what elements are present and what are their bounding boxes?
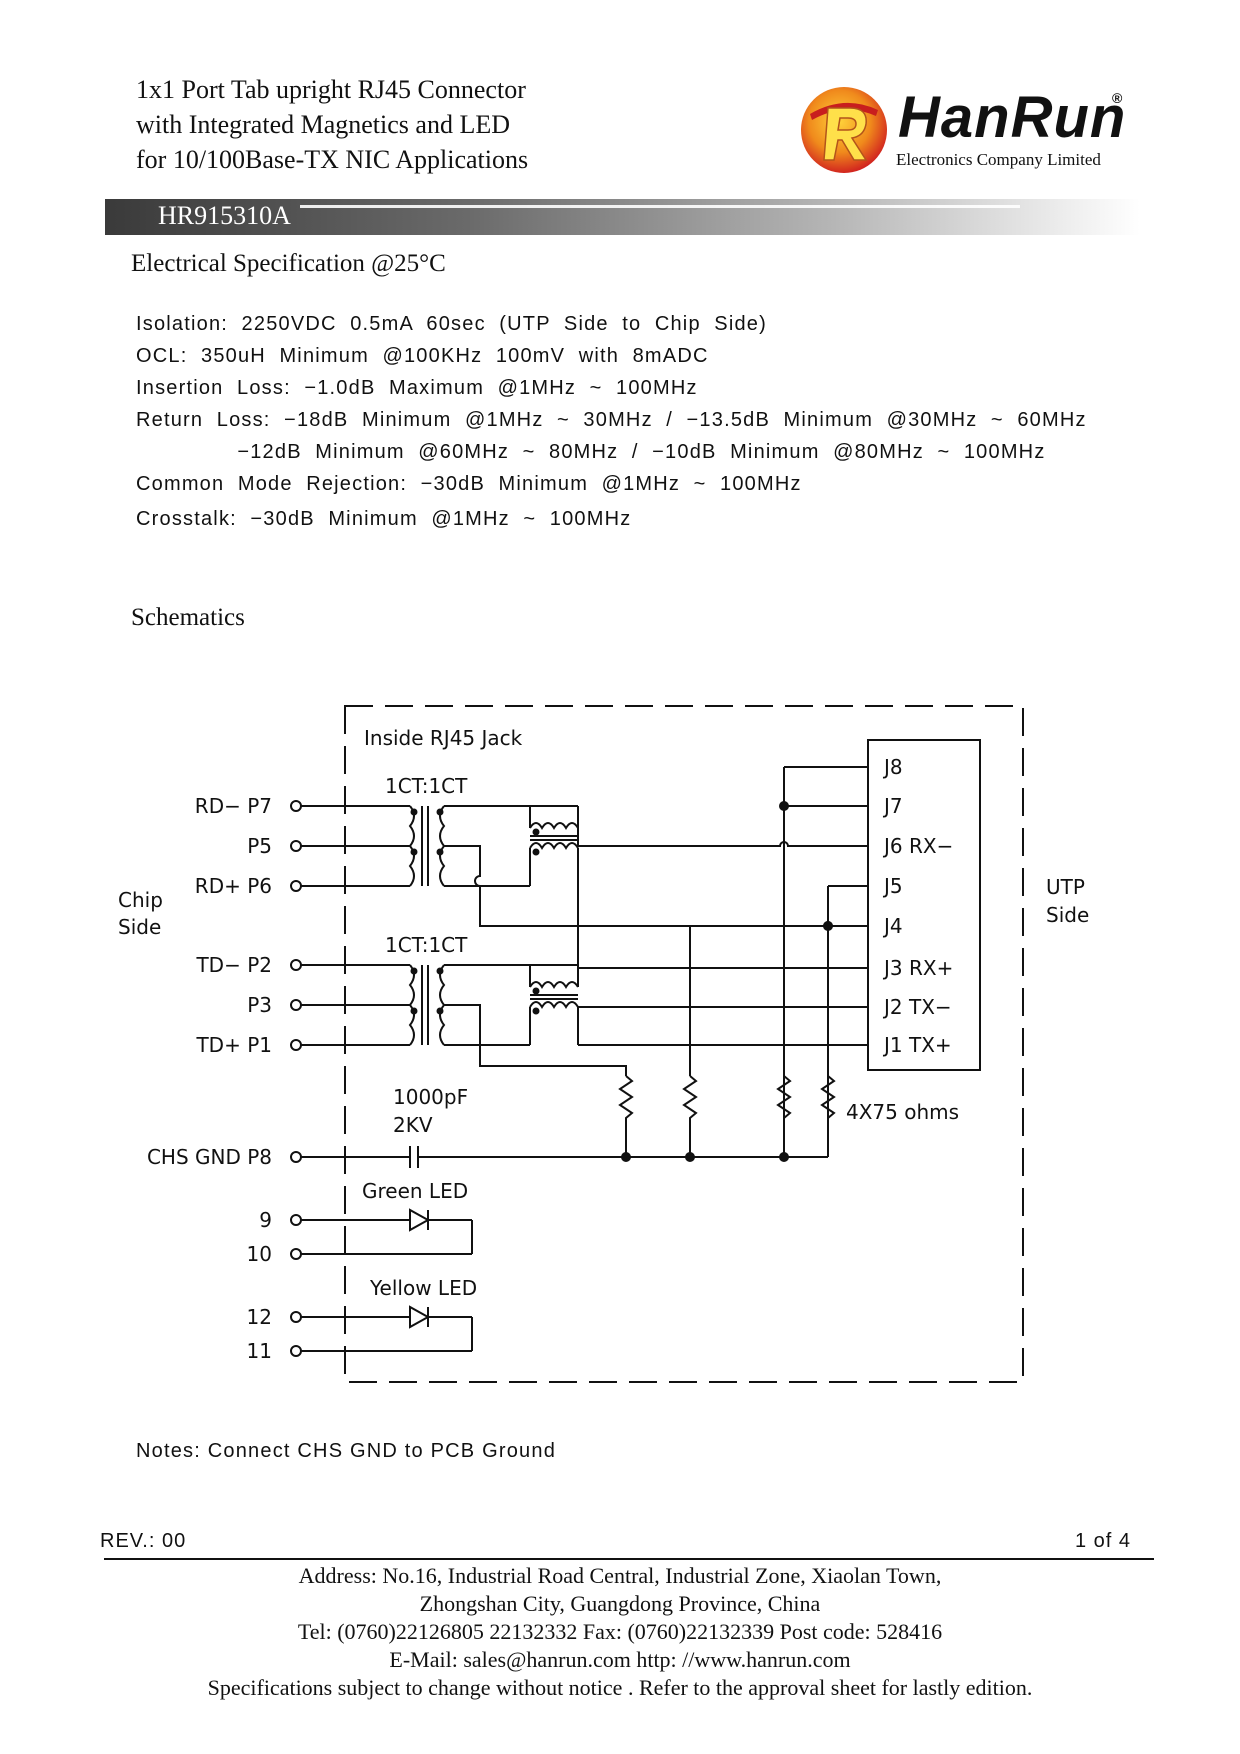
part-number: HR915310A bbox=[158, 201, 291, 230]
document-title: 1x1 Port Tab upright RJ45 Connector with… bbox=[136, 72, 528, 177]
pin-j7: J7 bbox=[882, 794, 903, 818]
title-line-3: for 10/100Base-TX NIC Applications bbox=[136, 145, 529, 174]
transformer-tx bbox=[408, 964, 446, 1046]
spec-crosstalk: Crosstalk: −30dB Minimum @1MHz ~ 100MHz bbox=[136, 508, 632, 530]
hanrun-logo: HanRun ® Electronics Company Limited bbox=[798, 84, 1138, 180]
chip-side-label-1: Chip bbox=[118, 888, 163, 912]
chip-side-label-2: Side bbox=[118, 915, 161, 939]
part-bar-highlight bbox=[300, 205, 1020, 208]
page-number: 1 of 4 bbox=[1075, 1530, 1132, 1552]
pin-td-plus-p1: TD+ P1 bbox=[195, 1033, 272, 1057]
title-line-2: with Integrated Magnetics and LED bbox=[136, 110, 510, 139]
spec-return-loss-2: −12dB Minimum @60MHz ~ 80MHz / −10dB Min… bbox=[136, 441, 1046, 463]
schematics-title: Schematics bbox=[131, 604, 245, 631]
brand-subtitle: Electronics Company Limited bbox=[896, 150, 1101, 169]
pin-11: 11 bbox=[247, 1339, 272, 1363]
rj45-connector-block bbox=[867, 739, 981, 1071]
signal-routes bbox=[444, 766, 868, 1157]
revision: REV.: 00 bbox=[100, 1530, 187, 1552]
transformer-ratio-rx: 1CT:1CT bbox=[385, 774, 468, 798]
registered-mark: ® bbox=[1112, 90, 1123, 106]
pin-9: 9 bbox=[259, 1208, 272, 1232]
notes: Notes: Connect CHS GND to PCB Ground bbox=[136, 1440, 557, 1462]
left-pin-leads bbox=[290, 800, 472, 1357]
pin-10: 10 bbox=[247, 1242, 272, 1266]
capacitor-value: 1000pF bbox=[393, 1085, 468, 1109]
capacitor-1000pf bbox=[400, 1146, 419, 1168]
resistor-label: 4X75 ohms bbox=[846, 1100, 959, 1124]
footer-email: E-Mail: sales@hanrun.com http: //www.han… bbox=[389, 1647, 851, 1672]
yellow-led-symbol bbox=[396, 1305, 473, 1351]
spec-ocl: OCL: 350uH Minimum @100KHz 100mV with 8m… bbox=[136, 345, 709, 367]
spec-insertion-loss: Insertion Loss: −1.0dB Maximum @1MHz ~ 1… bbox=[136, 377, 698, 399]
pin-rd-plus-p6: RD+ P6 bbox=[195, 874, 272, 898]
footer-address-2: Zhongshan City, Guangdong Province, Chin… bbox=[419, 1591, 821, 1616]
utp-side-label-1: UTP bbox=[1046, 875, 1085, 899]
jack-label: Inside RJ45 Jack bbox=[364, 726, 523, 750]
pin-j3-rx-plus: J3 RX+ bbox=[882, 956, 953, 980]
spec-common-mode: Common Mode Rejection: −30dB Minimum @1M… bbox=[136, 473, 802, 495]
brand-wordmark: HanRun bbox=[898, 85, 1127, 150]
pin-td-minus-p2: TD− P2 bbox=[195, 953, 272, 977]
spec-return-loss-1: Return Loss: −18dB Minimum @1MHz ~ 30MHz… bbox=[136, 409, 1087, 431]
pin-j6-rx-minus: J6 RX− bbox=[882, 834, 953, 858]
rx-wiring bbox=[444, 805, 868, 927]
choke-tx bbox=[529, 981, 579, 1015]
pin-j1-tx-plus: J1 TX+ bbox=[882, 1033, 952, 1057]
transformer-ratio-tx: 1CT:1CT bbox=[385, 933, 468, 957]
green-led-symbol bbox=[396, 1208, 473, 1254]
green-led-label: Green LED bbox=[362, 1179, 468, 1203]
pin-p5: P5 bbox=[247, 834, 272, 858]
pin-p3: P3 bbox=[247, 993, 272, 1017]
choke-rx bbox=[529, 822, 579, 856]
pin-chs-gnd-p8: CHS GND P8 bbox=[147, 1145, 272, 1169]
pin-rd-minus-p7: RD− P7 bbox=[195, 794, 272, 818]
transformer-rx bbox=[408, 805, 446, 887]
pin-12: 12 bbox=[247, 1305, 272, 1329]
utp-side-label-2: Side bbox=[1046, 903, 1089, 927]
pin-j4: J4 bbox=[882, 914, 903, 938]
footer-tel: Tel: (0760)22126805 22132332 Fax: (0760)… bbox=[297, 1619, 943, 1644]
pin-j5: J5 bbox=[882, 874, 903, 898]
yellow-led-label: Yellow LED bbox=[369, 1276, 477, 1300]
pin-j8: J8 bbox=[882, 755, 903, 779]
termination-resistors bbox=[418, 1075, 836, 1162]
hanrun-r-emblem bbox=[801, 87, 887, 173]
electrical-spec-title: Electrical Specification @25°C bbox=[131, 250, 446, 277]
footer-rule bbox=[104, 1558, 1154, 1560]
footer-disclaimer: Specifications subject to change without… bbox=[207, 1675, 1033, 1700]
footer-address-1: Address: No.16, Industrial Road Central,… bbox=[298, 1563, 942, 1588]
footer-contact: Address: No.16, Industrial Road Central,… bbox=[0, 1562, 1240, 1702]
capacitor-voltage: 2KV bbox=[393, 1113, 433, 1137]
pin-j2-tx-minus: J2 TX− bbox=[882, 995, 952, 1019]
title-line-1: 1x1 Port Tab upright RJ45 Connector bbox=[136, 75, 526, 104]
spec-isolation: Isolation: 2250VDC 0.5mA 60sec (UTP Side… bbox=[136, 313, 767, 335]
